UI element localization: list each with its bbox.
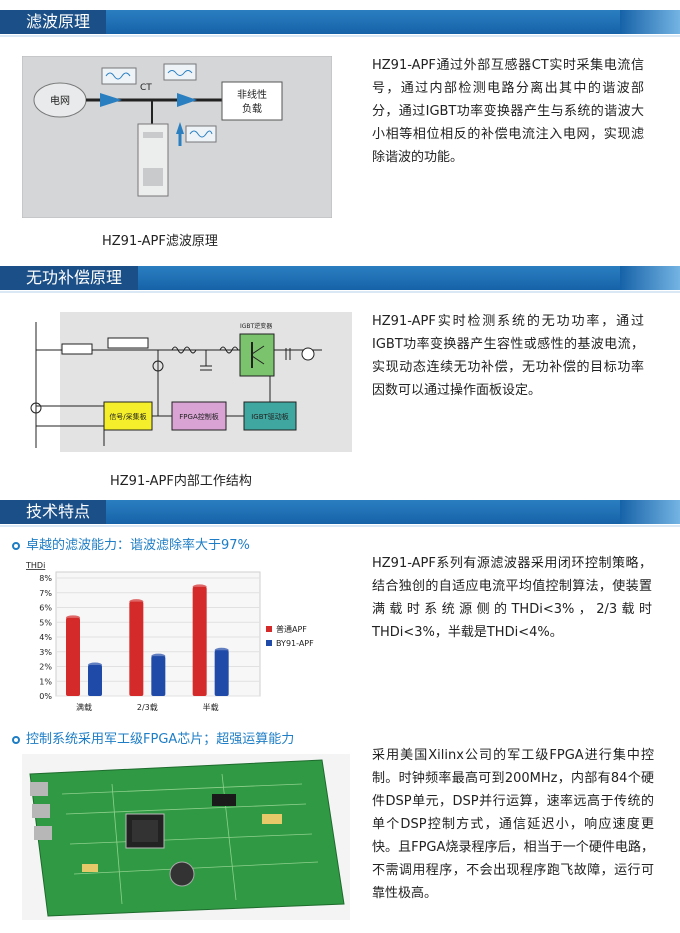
x-tick-label: 2/3载	[137, 702, 158, 712]
y-tick-label: 5%	[39, 618, 52, 627]
tech-description-2: 采用美国Xilinx公司的军工级FPGA进行集中控制。时钟频率最高可到200MH…	[372, 748, 654, 901]
bar-top	[129, 599, 144, 605]
bullet-fpga: 控制系统采用军工级FPGA芯片；超强运算能力	[12, 728, 294, 747]
tech-description-1: HZ91-APF系列有源滤波器采用闭环控制策略，结合独创的自适应电流平均值控制算…	[372, 556, 652, 640]
grid-label: 电网	[50, 94, 70, 107]
y-tick-label: 3%	[39, 648, 52, 657]
bar	[129, 601, 144, 696]
reactive-diagram: IGBT逆变器 信号/采集板 FPGA控制板 IGBT驱动板	[22, 308, 352, 458]
bar-top	[192, 584, 207, 590]
bar	[66, 617, 80, 696]
y-tick-label: 1%	[39, 677, 52, 686]
legend-label: BY91-APF	[276, 639, 314, 648]
section-title: 无功补偿原理	[0, 266, 139, 290]
bullet-filter-ability: 卓越的滤波能力：谐波滤除率大于97%	[12, 534, 250, 553]
x-tick-label: 半载	[203, 702, 219, 712]
bar	[88, 665, 102, 696]
block-fpga: FPGA控制板	[179, 412, 218, 421]
bar-top	[214, 647, 229, 653]
y-tick-label: 6%	[39, 604, 52, 613]
x-tick-label: 满载	[76, 702, 92, 712]
y-tick-label: 4%	[39, 633, 52, 642]
thdi-bar-chart: THDi 0% 1% 2% 3% 4% 5% 6% 7% 8% 满载 2/3载 半载 普通APF BY91-…	[25, 561, 314, 712]
y-tick-label: 2%	[39, 663, 52, 672]
bullet-icon	[12, 541, 20, 550]
section-bar-reactive: 无功补偿原理	[0, 266, 680, 290]
reactive-caption: HZ91-APF内部工作结构	[110, 474, 252, 489]
bar-top	[88, 662, 102, 668]
bar-top	[151, 653, 166, 659]
y-axis-label: THDi	[25, 561, 45, 570]
filter-description: HZ91-APF通过外部互感器CT实时采集电流信号，通过内部检测电路分离出其中的…	[372, 58, 644, 165]
filter-diagram: 电网 CT 非线性 负载	[22, 56, 332, 218]
legend-label: 普通APF	[276, 624, 307, 634]
y-tick-label: 8%	[39, 574, 52, 583]
bar	[151, 656, 166, 696]
section-title: 滤波原理	[0, 10, 107, 34]
igbt-label: IGBT逆变器	[240, 322, 272, 330]
legend-swatch	[266, 640, 272, 646]
block-signal: 信号/采集板	[109, 412, 146, 421]
legend-swatch	[266, 626, 272, 632]
bar	[214, 650, 229, 696]
y-tick-label: 0%	[39, 692, 52, 701]
bar	[192, 586, 207, 696]
section-title: 技术特点	[0, 500, 107, 524]
ct-label: CT	[140, 83, 152, 93]
load-line1: 非线性	[237, 88, 267, 101]
section-bar-tech: 技术特点	[0, 500, 680, 524]
load-line2: 负载	[242, 102, 262, 115]
bar-top	[66, 615, 80, 621]
filter-caption: HZ91-APF滤波原理	[102, 234, 218, 249]
block-igbt: IGBT驱动板	[251, 412, 289, 421]
reactive-description: HZ91-APF实时检测系统的无功功率，通过IGBT功率变换器产生容性或感性的基…	[372, 314, 644, 398]
bullet-icon	[12, 735, 20, 744]
fpga-board-image	[22, 754, 350, 920]
section-bar-filter: 滤波原理	[0, 10, 680, 34]
y-tick-label: 7%	[39, 589, 52, 598]
